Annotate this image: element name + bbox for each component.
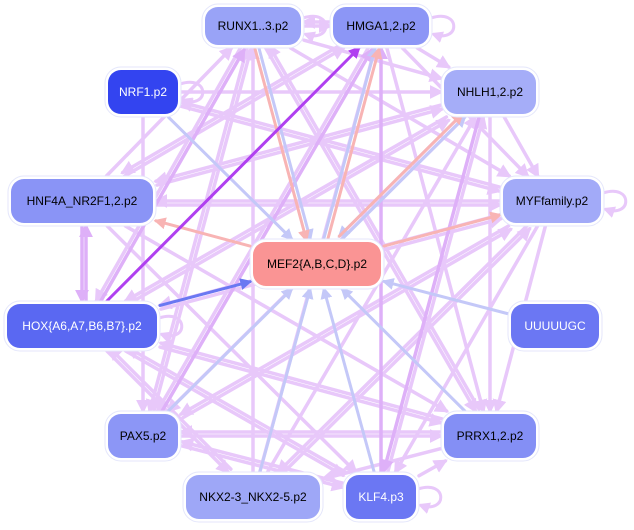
edge-mef2-to-nhlh xyxy=(340,115,467,241)
node-label: KLF4.p3 xyxy=(358,490,404,504)
self-loop-klf4 xyxy=(417,485,443,514)
edge-uuuuugc-to-mef2 xyxy=(381,278,510,316)
node-box xyxy=(333,7,429,45)
edge-myf-to-pax5 xyxy=(178,224,511,416)
node-label: NRF1.p2 xyxy=(119,85,167,99)
node-myf[interactable]: MYFfamily.p2 xyxy=(499,175,605,227)
node-uuuuugc[interactable]: UUUUUGC xyxy=(507,300,603,352)
edge-hnf4a-to-nhlh xyxy=(155,105,445,187)
edge-runx-to-mef2 xyxy=(257,46,314,242)
edge-mef2-to-myf xyxy=(382,211,503,248)
edge-hox-to-runx xyxy=(97,47,246,305)
edge-hox-to-hmga xyxy=(105,46,361,303)
node-box xyxy=(253,242,381,286)
edge-hmga-to-hnf4a xyxy=(120,42,344,175)
node-label: HMGA1,2.p2 xyxy=(346,19,416,33)
node-hox[interactable]: HOX{A6,A7,B6,B7}.p2 xyxy=(3,300,161,352)
node-box xyxy=(511,304,599,348)
edge-nhlh-to-myf xyxy=(502,115,540,179)
edge-klf4-to-mef2 xyxy=(320,286,376,474)
node-klf4[interactable]: KLF4.p3 xyxy=(342,471,420,523)
edge-hox-to-nhlh xyxy=(125,118,451,307)
edge-pax5-to-mef2 xyxy=(166,287,294,413)
node-box xyxy=(444,414,536,458)
node-box xyxy=(186,475,320,519)
node-label: PAX5.p2 xyxy=(120,429,167,443)
node-box xyxy=(108,70,178,114)
node-box xyxy=(11,179,153,223)
node-box xyxy=(503,179,601,223)
node-pax5[interactable]: PAX5.p2 xyxy=(104,410,182,462)
edge-mef2-to-hnf4a xyxy=(153,217,252,248)
edge-nhlh-to-hox xyxy=(123,115,449,303)
node-runx[interactable]: RUNX1..3.p2 xyxy=(201,3,305,49)
edge-hox-to-prrx xyxy=(158,345,444,427)
edge-prrx-to-runx xyxy=(267,43,481,411)
edge-prrx-to-mef2 xyxy=(340,287,467,413)
node-box xyxy=(108,414,178,458)
edges-layer xyxy=(75,14,548,492)
edge-pax5-to-myf xyxy=(181,227,513,420)
edge-runx-to-mef2 xyxy=(253,47,310,243)
node-label: MEF2{A,B,C,D}.p2 xyxy=(267,257,367,271)
node-label: HNF4A_NR2F1,2.p2 xyxy=(27,194,138,208)
node-nkx[interactable]: NKX2-3_NKX2-5.p2 xyxy=(182,471,324,523)
node-label: NKX2-3_NKX2-5.p2 xyxy=(199,490,307,504)
edge-klf4-to-hox xyxy=(125,345,347,474)
edge-runx-to-hox xyxy=(94,46,243,304)
node-label: HOX{A6,A7,B6,B7}.p2 xyxy=(22,319,142,333)
node-box xyxy=(7,304,157,348)
node-nrf1[interactable]: NRF1.p2 xyxy=(104,66,182,118)
self-loop-runx xyxy=(302,14,328,43)
node-nhlh[interactable]: NHLH1,2.p2 xyxy=(440,66,540,118)
edge-prrx-to-hox xyxy=(158,339,444,421)
edge-hox-to-mef2 xyxy=(158,278,253,307)
self-loop-hox xyxy=(158,314,184,343)
node-label: PRRX1,2.p2 xyxy=(457,429,524,443)
edge-hmga-to-nhlh xyxy=(415,46,452,69)
self-loops-layer xyxy=(158,14,628,514)
edge-hnf4a-to-prrx xyxy=(123,224,450,413)
node-label: MYFfamily.p2 xyxy=(516,194,589,208)
edge-nkx-to-nhlh xyxy=(265,114,478,474)
edge-klf4-to-prrx xyxy=(417,459,448,478)
node-hmga[interactable]: HMGA1,2.p2 xyxy=(329,3,433,49)
edge-mef2-to-hmga xyxy=(322,45,379,241)
node-label: RUNX1..3.p2 xyxy=(218,19,289,33)
self-loop-nrf1 xyxy=(179,80,205,109)
self-loop-myf xyxy=(602,189,628,218)
edge-mef2-to-hmga xyxy=(326,46,383,242)
self-loop-hmga xyxy=(430,14,456,43)
node-box xyxy=(205,7,301,45)
edge-nhlh-to-hnf4a xyxy=(153,103,443,186)
edge-mef2-to-nhlh xyxy=(337,112,464,238)
node-label: UUUUUGC xyxy=(524,319,586,333)
node-prrx[interactable]: PRRX1,2.p2 xyxy=(440,410,540,462)
node-label: NHLH1,2.p2 xyxy=(457,85,523,99)
node-box xyxy=(346,475,416,519)
edge-hmga-to-prrx xyxy=(385,46,488,414)
node-hnf4a[interactable]: HNF4A_NR2F1,2.p2 xyxy=(7,175,157,227)
edge-nkx-to-mef2 xyxy=(258,286,314,474)
node-mef2[interactable]: MEF2{A,B,C,D}.p2 xyxy=(249,238,385,290)
node-box xyxy=(444,70,536,114)
edge-pax5-to-hmga xyxy=(159,47,374,415)
